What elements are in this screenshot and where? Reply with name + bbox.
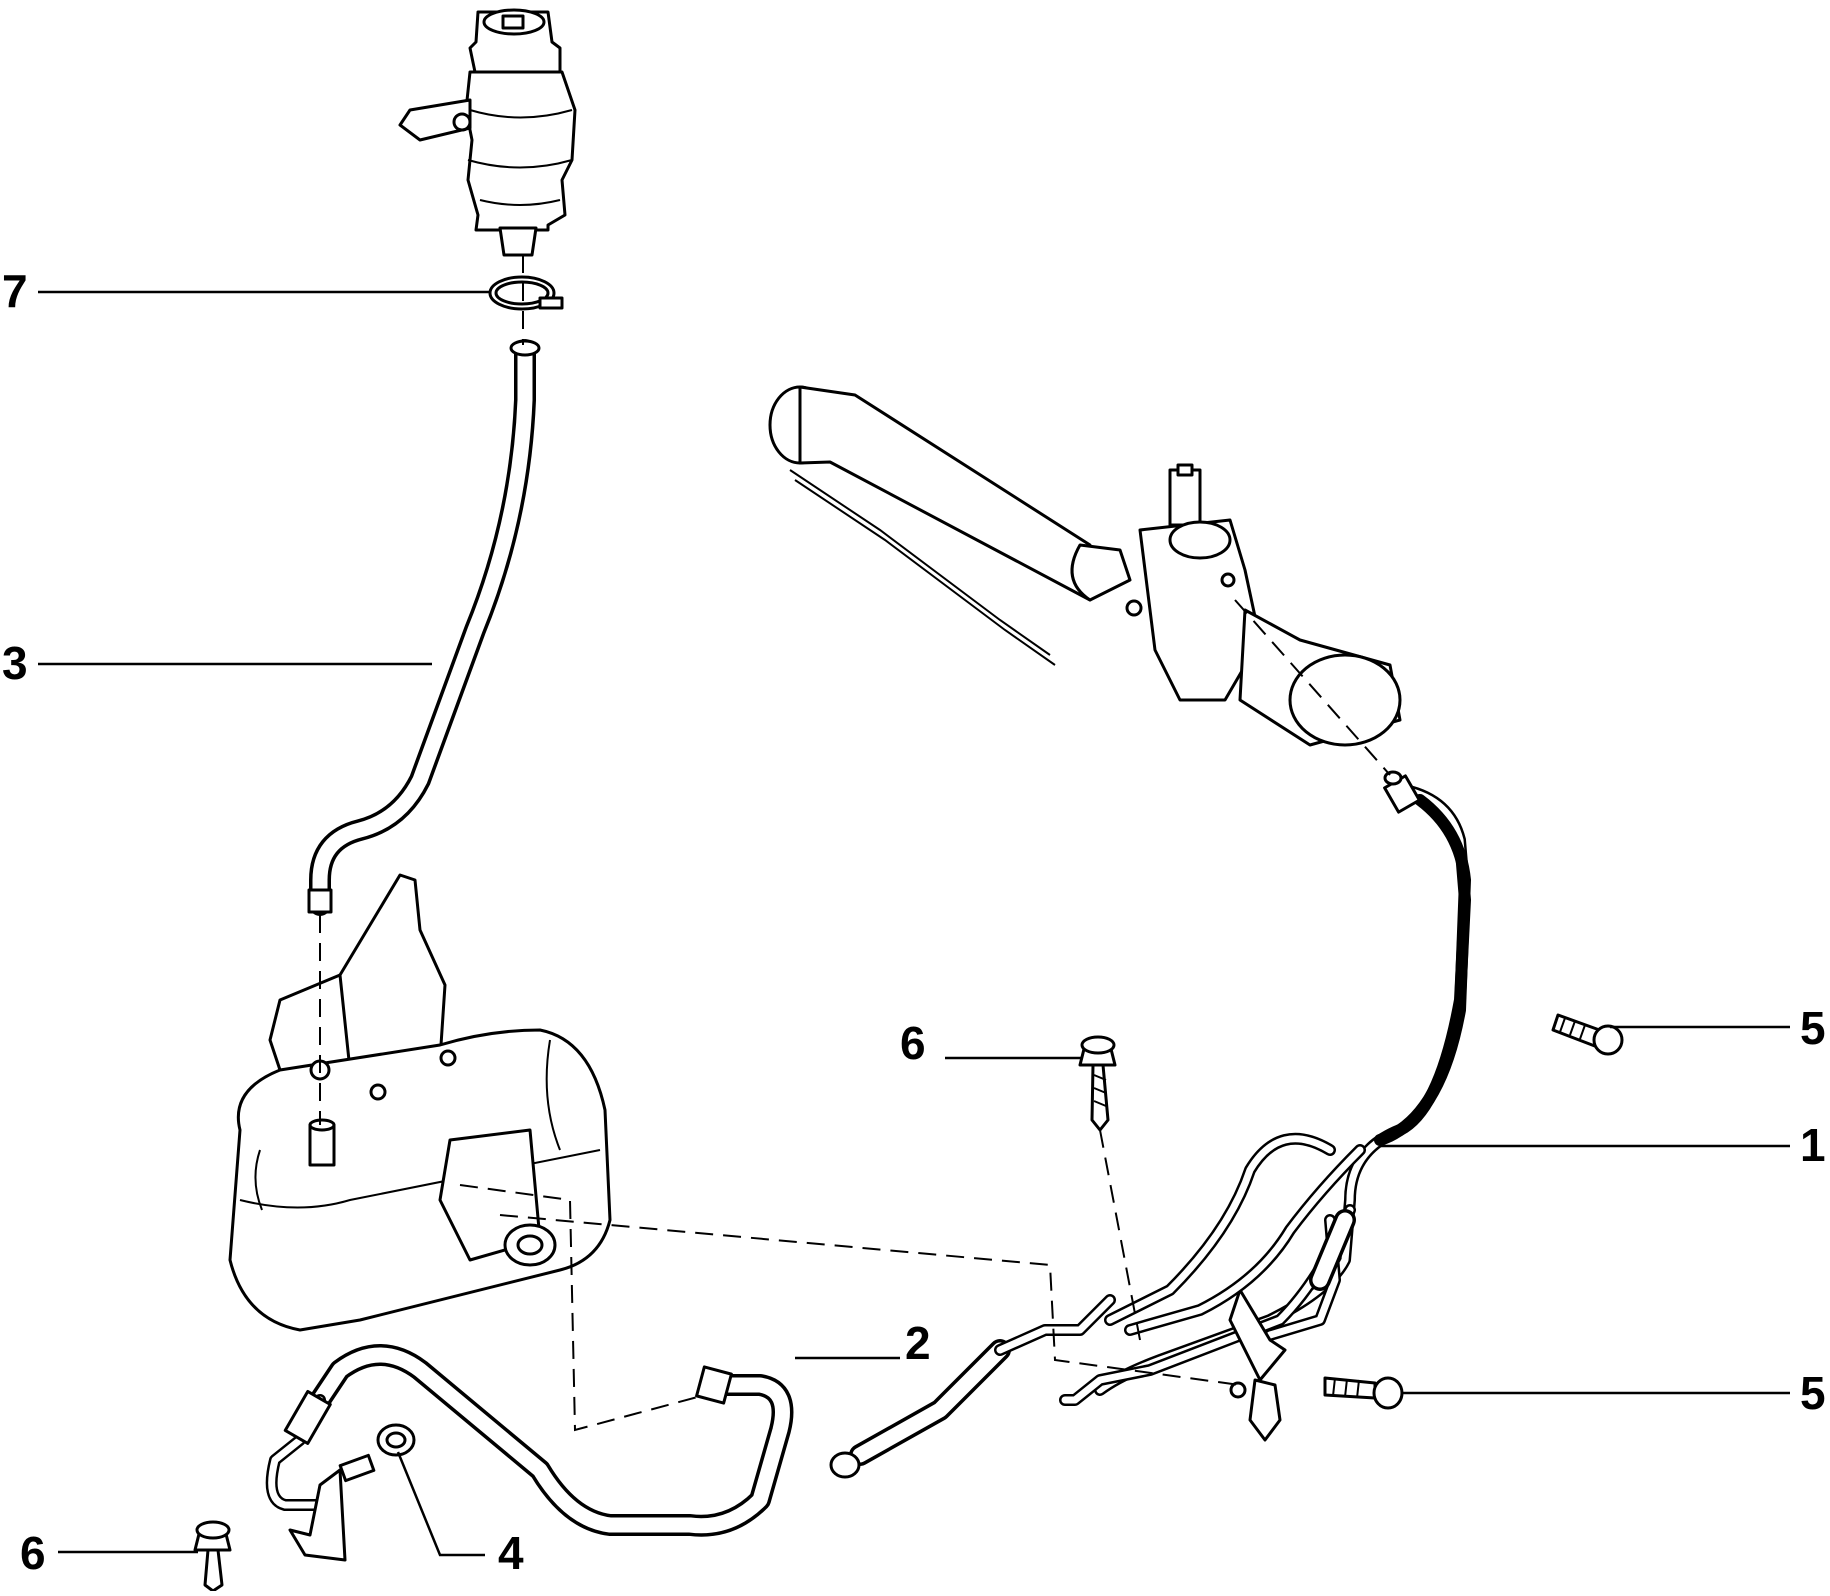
callout-7: 7 [2,265,28,317]
reservoir-feed-hose [307,339,541,916]
hose-clamp [488,275,564,311]
callout-5-bottom: 5 [1800,1367,1826,1419]
callout-4: 4 [498,1527,524,1579]
callout-5-top: 5 [1800,1002,1826,1054]
assembly-lines [319,255,1391,1432]
bolt-5-top [1551,1013,1624,1056]
fluid-reservoir [398,8,577,257]
callout-6-mid: 6 [900,1017,926,1069]
return-hose [265,1344,794,1562]
bolt-6-mid [1078,1035,1117,1132]
callout-2: 2 [905,1317,931,1369]
bolt-6-bottom [193,1520,232,1593]
callout-3: 3 [2,637,28,689]
callout-1: 1 [1800,1119,1826,1171]
pressure-pipe-assembly [829,770,1471,1479]
bolt-5-bottom [1323,1376,1404,1410]
hose-clip [376,1423,416,1457]
callout-6-bottom: 6 [20,1527,46,1579]
steering-pump [228,873,612,1332]
leader-lines [38,290,1790,1557]
steering-rack [768,385,1402,747]
